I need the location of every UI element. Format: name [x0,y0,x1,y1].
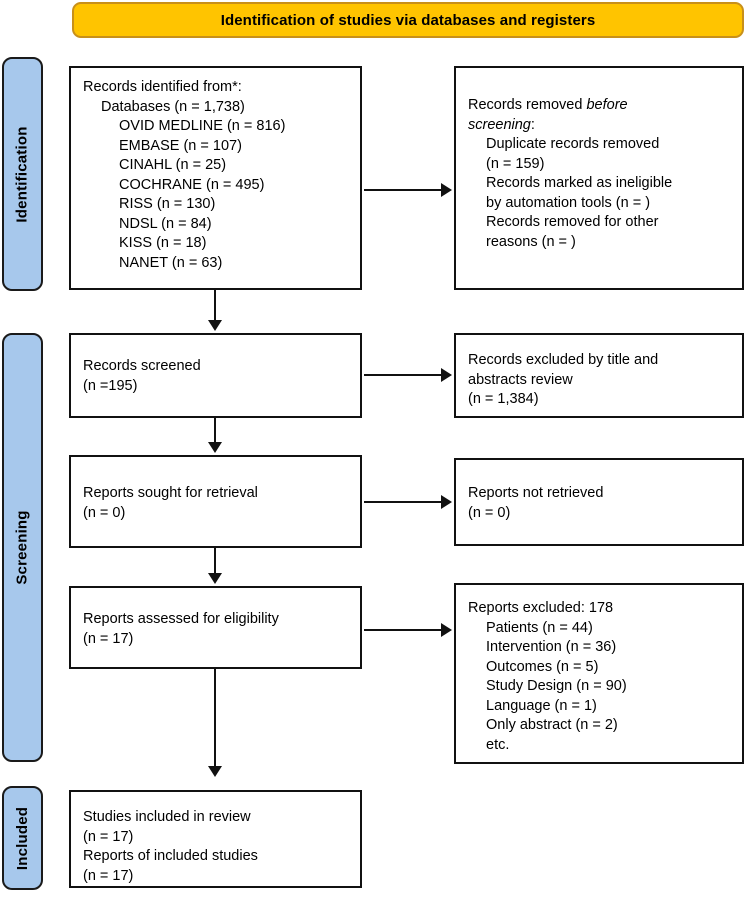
box-line: Outcomes (n = 5) [486,658,599,675]
stage-tab-included-label: Included [14,806,31,870]
box-line: Records excluded by title and [468,352,659,368]
box-line: Reports excluded: 178 [468,600,614,616]
box-records-screened: Records screened (n =195) [69,333,362,418]
box-line: Patients (n = 44) [486,619,593,636]
box-line: OVID MEDLINE (n = 816) [119,118,286,134]
box-line: by automation tools (n = ) [486,194,651,211]
box-line: (n = 0) [83,504,126,521]
box-reports-assessed-for-eligibility: Reports assessed for eligibility (n = 17… [69,586,362,669]
box-line: Records screened [83,358,201,374]
box-line: Reports sought for retrieval [83,485,258,501]
box-line: Databases (n = 1,738) [101,98,245,115]
box-line: (n = 159) [486,155,545,172]
box-line: NANET (n = 63) [119,254,223,271]
box-line: (n = 0) [468,504,511,521]
box-line: Intervention (n = 36) [486,639,617,655]
box-line: Reports not retrieved [468,485,604,501]
stage-tab-identification: Identification [2,57,43,291]
box-line: (n = 1,384) [468,391,539,407]
box-line: Records removed before [468,96,732,116]
box-records-removed-before-screening: Records removed before screening: Duplic… [454,66,744,290]
box-line-emphasis: before [586,97,628,113]
box-reports-excluded: Reports excluded: 178 Patients (n = 44) … [454,583,744,764]
stage-tab-screening: Screening [2,333,43,762]
box-line: (n =195) [83,377,138,394]
stage-tab-screening-label: Screening [14,510,32,585]
box-studies-included-in-review: Studies included in review (n = 17) Repo… [69,790,362,888]
box-line: RISS (n = 130) [119,196,216,212]
box-reports-sought-for-retrieval: Reports sought for retrieval (n = 0) [69,455,362,548]
box-line: NDSL (n = 84) [119,215,212,232]
box-records-excluded: Records excluded by title and abstracts … [454,333,744,418]
box-line: Records removed for other [486,214,659,230]
box-line-emphasis: screening [468,116,531,133]
box-line: (n = 17) [83,867,134,884]
box-line: Records marked as ineligible [486,175,673,191]
stage-tab-included: Included [2,786,43,890]
box-records-identified: Records identified from*: Databases (n =… [69,66,362,290]
box-line: Records identified from*: [83,79,242,95]
box-line: Only abstract (n = 2) [486,717,618,733]
box-line: COCHRANE (n = 495) [119,176,265,193]
box-line-text: Records removed [468,97,587,113]
box-line: screening: [468,116,732,136]
box-line: CINAHL (n = 25) [119,157,227,173]
box-line: abstracts review [468,371,573,388]
phase-banner-identification: Identification of studies via databases … [72,2,744,38]
stage-tab-identification-label: Identification [14,125,32,223]
box-line: KISS (n = 18) [119,235,207,251]
box-line: reasons (n = ) [486,233,576,250]
box-line: Reports assessed for eligibility [83,611,279,627]
box-line: Language (n = 1) [486,697,597,714]
box-line: etc. [486,736,510,753]
box-reports-not-retrieved: Reports not retrieved (n = 0) [454,458,744,546]
phase-banner-label: Identification of studies via databases … [220,11,596,29]
box-line: (n = 17) [83,828,134,845]
box-line: Duplicate records removed [486,136,660,152]
box-line: Studies included in review [83,809,251,825]
box-line: (n = 17) [83,630,134,647]
box-line: EMBASE (n = 107) [119,137,242,154]
box-line: Reports of included studies [83,848,258,864]
box-line-text: : [530,116,535,133]
box-line: Study Design (n = 90) [486,678,627,694]
